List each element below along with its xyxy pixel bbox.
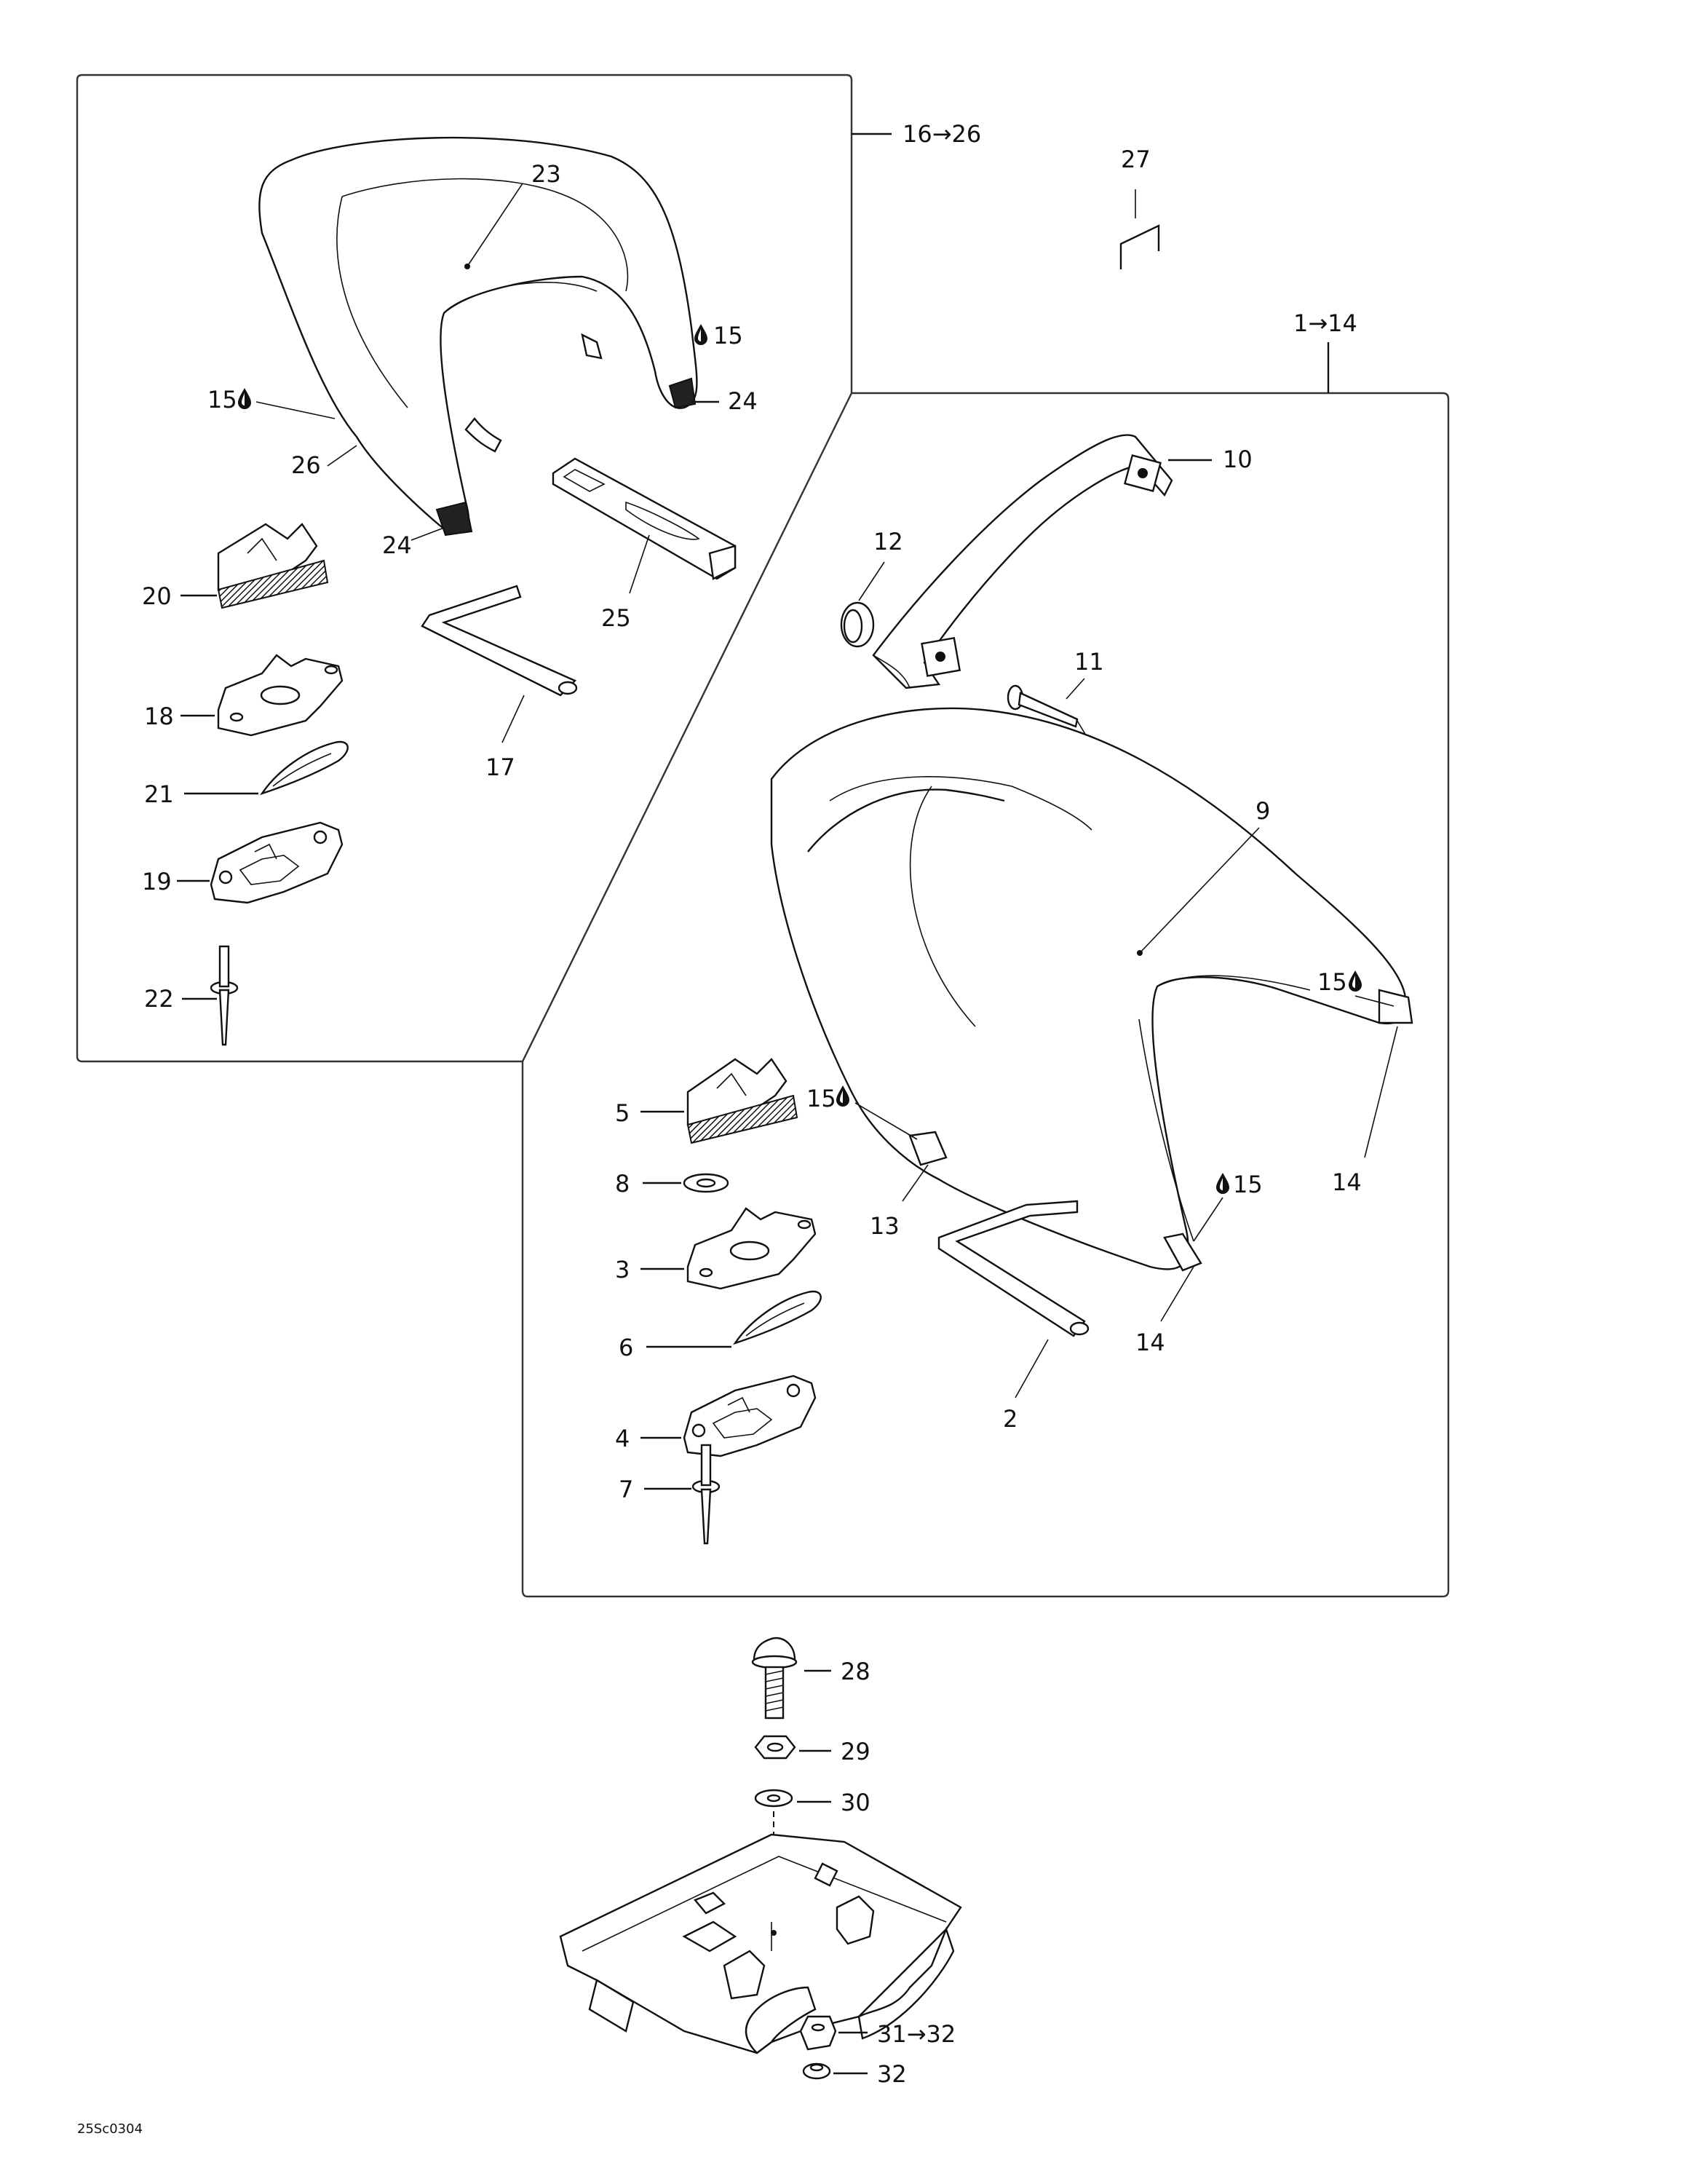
cage-nut-part — [799, 2015, 837, 2051]
latch-front — [686, 1058, 798, 1144]
housing-rear — [210, 821, 344, 904]
callout-14-right: 14 — [1332, 1168, 1362, 1196]
callout-12: 12 — [873, 528, 903, 555]
grease-drop-icon — [836, 1085, 849, 1107]
callout-15-rear-left: 15 — [207, 386, 237, 414]
callout-31-32: 31→32 — [877, 2020, 956, 2048]
bolt-part — [751, 1637, 798, 1720]
callout-15-front-mid: 15 — [1233, 1171, 1263, 1198]
callout-28: 28 — [841, 1658, 870, 1685]
lever-rear — [552, 457, 737, 580]
callout-20: 20 — [142, 582, 172, 610]
callout-23: 23 — [531, 160, 561, 188]
callout-6: 6 — [619, 1334, 633, 1361]
callout-8: 8 — [615, 1170, 630, 1198]
callout-15-front-right: 15 — [1317, 968, 1347, 996]
callout-2: 2 — [1003, 1405, 1017, 1433]
clip-rear — [260, 740, 349, 796]
housing-front — [683, 1374, 817, 1457]
callout-29: 29 — [841, 1738, 870, 1765]
grease-drop-icon — [238, 388, 251, 409]
frame-rear-seat-group — [76, 74, 853, 1063]
grab-handle — [872, 434, 1173, 689]
callout-17: 17 — [485, 753, 515, 781]
callout-9: 9 — [1255, 797, 1270, 825]
grease-drop-icon — [694, 324, 707, 345]
nut-part — [754, 1735, 796, 1760]
clip-front — [733, 1290, 822, 1345]
callout-4: 4 — [615, 1425, 630, 1452]
callout-24-left: 24 — [382, 531, 412, 559]
callout-1-14: 1→14 — [1293, 309, 1357, 337]
callout-3: 3 — [615, 1256, 630, 1283]
rivet-rear — [210, 945, 239, 1046]
callout-13: 13 — [870, 1212, 900, 1240]
callout-18: 18 — [144, 703, 174, 730]
floor-platform — [559, 1833, 962, 2054]
nut-bottom — [802, 2062, 831, 2080]
washer-bottom — [754, 1789, 793, 1808]
rod-rear — [421, 585, 578, 697]
callout-7: 7 — [619, 1476, 633, 1503]
diagram-code: 25Sc0304 — [77, 2121, 143, 2137]
callout-15-rear-right: 15 — [713, 322, 743, 349]
callout-30: 30 — [841, 1789, 870, 1816]
rear-seat — [258, 136, 698, 537]
callout-5: 5 — [615, 1099, 630, 1127]
bracket-front — [686, 1207, 817, 1290]
callout-14-mid: 14 — [1135, 1329, 1165, 1356]
rivet-front — [691, 1444, 721, 1545]
latch-rear — [217, 523, 329, 609]
washer-front — [683, 1173, 729, 1193]
rod-part — [937, 1200, 1090, 1337]
front-seat — [770, 707, 1413, 1272]
bracket-rear — [217, 654, 344, 737]
callout-19: 19 — [142, 868, 172, 895]
callout-25: 25 — [601, 604, 631, 632]
callout-24-right: 24 — [728, 387, 758, 415]
callout-10: 10 — [1223, 446, 1253, 473]
callout-15-front-left: 15 — [806, 1085, 836, 1112]
callout-22: 22 — [144, 985, 174, 1013]
callout-32: 32 — [877, 2060, 907, 2088]
callout-27: 27 — [1121, 146, 1151, 173]
callout-21: 21 — [144, 780, 174, 808]
callout-16-26: 16→26 — [903, 120, 981, 148]
grommet-part — [840, 601, 875, 648]
callout-11: 11 — [1074, 648, 1104, 676]
frame-front-seat-group — [521, 392, 1450, 1598]
callout-26: 26 — [291, 451, 321, 479]
clip-part — [1119, 224, 1160, 269]
grease-drop-icon — [1216, 1173, 1229, 1194]
